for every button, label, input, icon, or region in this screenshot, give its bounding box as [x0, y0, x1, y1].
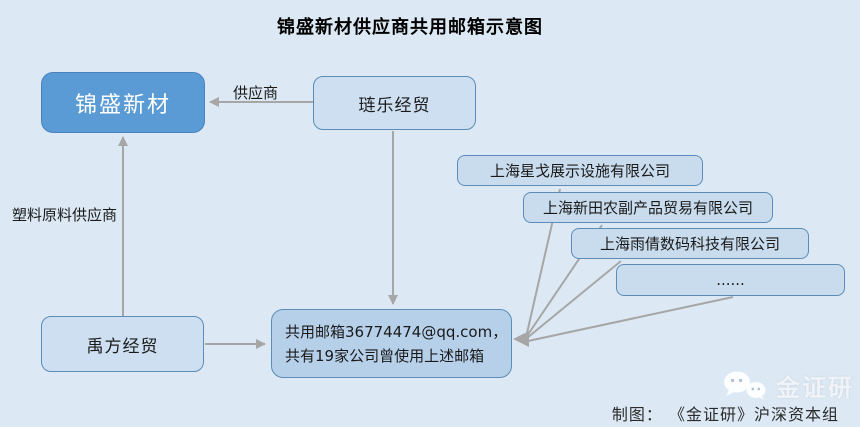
watermark: 金证研 — [720, 368, 854, 403]
edge-label-plastic-supplier: 塑料原料供应商 — [12, 206, 118, 224]
diagram-title: 锦盛新材供应商共用邮箱示意图 — [277, 17, 543, 38]
edge-label-supplier: 供应商 — [233, 84, 279, 102]
arrowhead-companies-to-email — [513, 331, 529, 347]
node-company-ellipsis: ...... — [616, 264, 845, 296]
node-company-xintian: 上海新田农副产品贸易有限公司 — [523, 192, 773, 223]
node-shared-email: 共用邮箱36774474@qq.com， 共有19家公司曾使用上述邮箱 — [271, 309, 512, 378]
wechat-bubbles-icon — [724, 371, 766, 400]
watermark-text: 金证研 — [776, 374, 854, 402]
shared-email-line2: 共有19家公司曾使用上述邮箱 — [285, 346, 485, 365]
credit-line: 制图： 《金证研》沪深资本组 — [611, 405, 839, 424]
node-jinsheng: 锦盛新材 — [41, 72, 205, 133]
line-company4-to-email — [527, 296, 734, 342]
node-company-xingge: 上海星戈展示设施有限公司 — [457, 155, 703, 186]
shared-email-line1: 共用邮箱36774474@qq.com， — [285, 322, 508, 341]
node-company-yuqian: 上海雨倩数码科技有限公司 — [571, 228, 809, 259]
node-yufang: 禹方经贸 — [41, 316, 204, 372]
node-lianle: 琏乐经贸 — [313, 76, 476, 130]
line-company3-to-email — [526, 260, 622, 339]
